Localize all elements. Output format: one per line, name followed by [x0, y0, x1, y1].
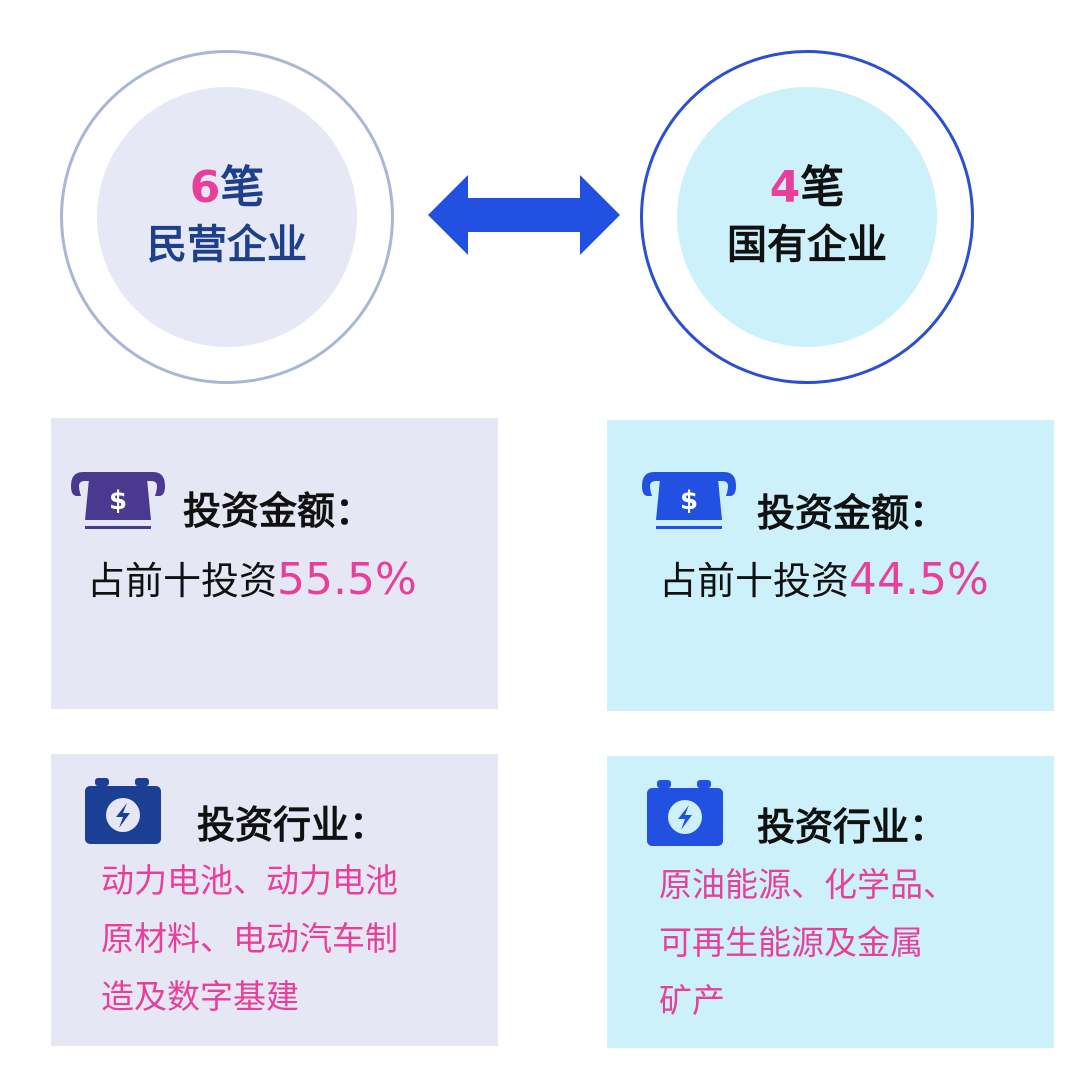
state-industry-card: 投资行业： 原油能源、化学品、 可再生能源及金属 矿产: [607, 756, 1054, 1048]
private-amount-card: $ 投资金额： 占前十投资55.5%: [51, 418, 498, 709]
amount-value: 55.5%: [277, 554, 417, 605]
amount-text: 占前十投资55.5%: [87, 550, 417, 605]
industry-line: 造及数字基建: [101, 977, 299, 1016]
amount-title: 投资金额：: [757, 491, 948, 535]
amount-title: 投资金额：: [183, 489, 374, 533]
count-number: 6: [189, 162, 221, 213]
industry-list: 原油能源、化学品、 可再生能源及金属 矿产: [659, 856, 956, 1030]
count-unit: 笔: [800, 162, 845, 213]
industry-line: 动力电池、动力电池: [101, 861, 398, 900]
private-industry-card: 投资行业： 动力电池、动力电池 原材料、电动汽车制 造及数字基建: [51, 754, 498, 1046]
state-label: 国有企业: [727, 222, 887, 268]
battery-bolt-icon: [85, 778, 161, 844]
private-label: 民营企业: [147, 222, 307, 268]
industry-line: 可再生能源及金属: [659, 923, 923, 962]
state-enterprise-circle: [640, 50, 974, 384]
state-enterprise-inner: 4笔 国有企业: [677, 87, 937, 347]
count-number: 4: [769, 162, 801, 213]
private-enterprise-inner: 6笔 民营企业: [97, 87, 357, 347]
svg-text:$: $: [680, 486, 698, 516]
double-arrow-icon: [428, 175, 620, 255]
amount-value: 44.5%: [849, 554, 989, 605]
count-unit: 笔: [220, 162, 265, 213]
industry-list: 动力电池、动力电池 原材料、电动汽车制 造及数字基建: [101, 852, 398, 1026]
industry-line: 矿产: [659, 981, 725, 1020]
private-enterprise-circle: [60, 50, 394, 384]
industry-line: 原材料、电动汽车制: [101, 919, 398, 958]
industry-line: 原油能源、化学品、: [659, 865, 956, 904]
battery-bolt-icon: [647, 780, 723, 846]
amount-prefix: 占前十投资: [659, 559, 850, 603]
industry-title: 投资行业：: [757, 805, 948, 849]
amount-text: 占前十投资44.5%: [659, 550, 989, 605]
atm-dollar-icon: $: [71, 472, 165, 529]
industry-title: 投资行业：: [197, 803, 388, 847]
svg-text:$: $: [109, 486, 127, 516]
state-count: 4笔: [770, 160, 845, 216]
private-count: 6笔: [190, 160, 265, 216]
state-amount-card: $ 投资金额： 占前十投资44.5%: [607, 420, 1054, 711]
amount-prefix: 占前十投资: [87, 559, 278, 603]
atm-dollar-icon: $: [642, 472, 736, 529]
